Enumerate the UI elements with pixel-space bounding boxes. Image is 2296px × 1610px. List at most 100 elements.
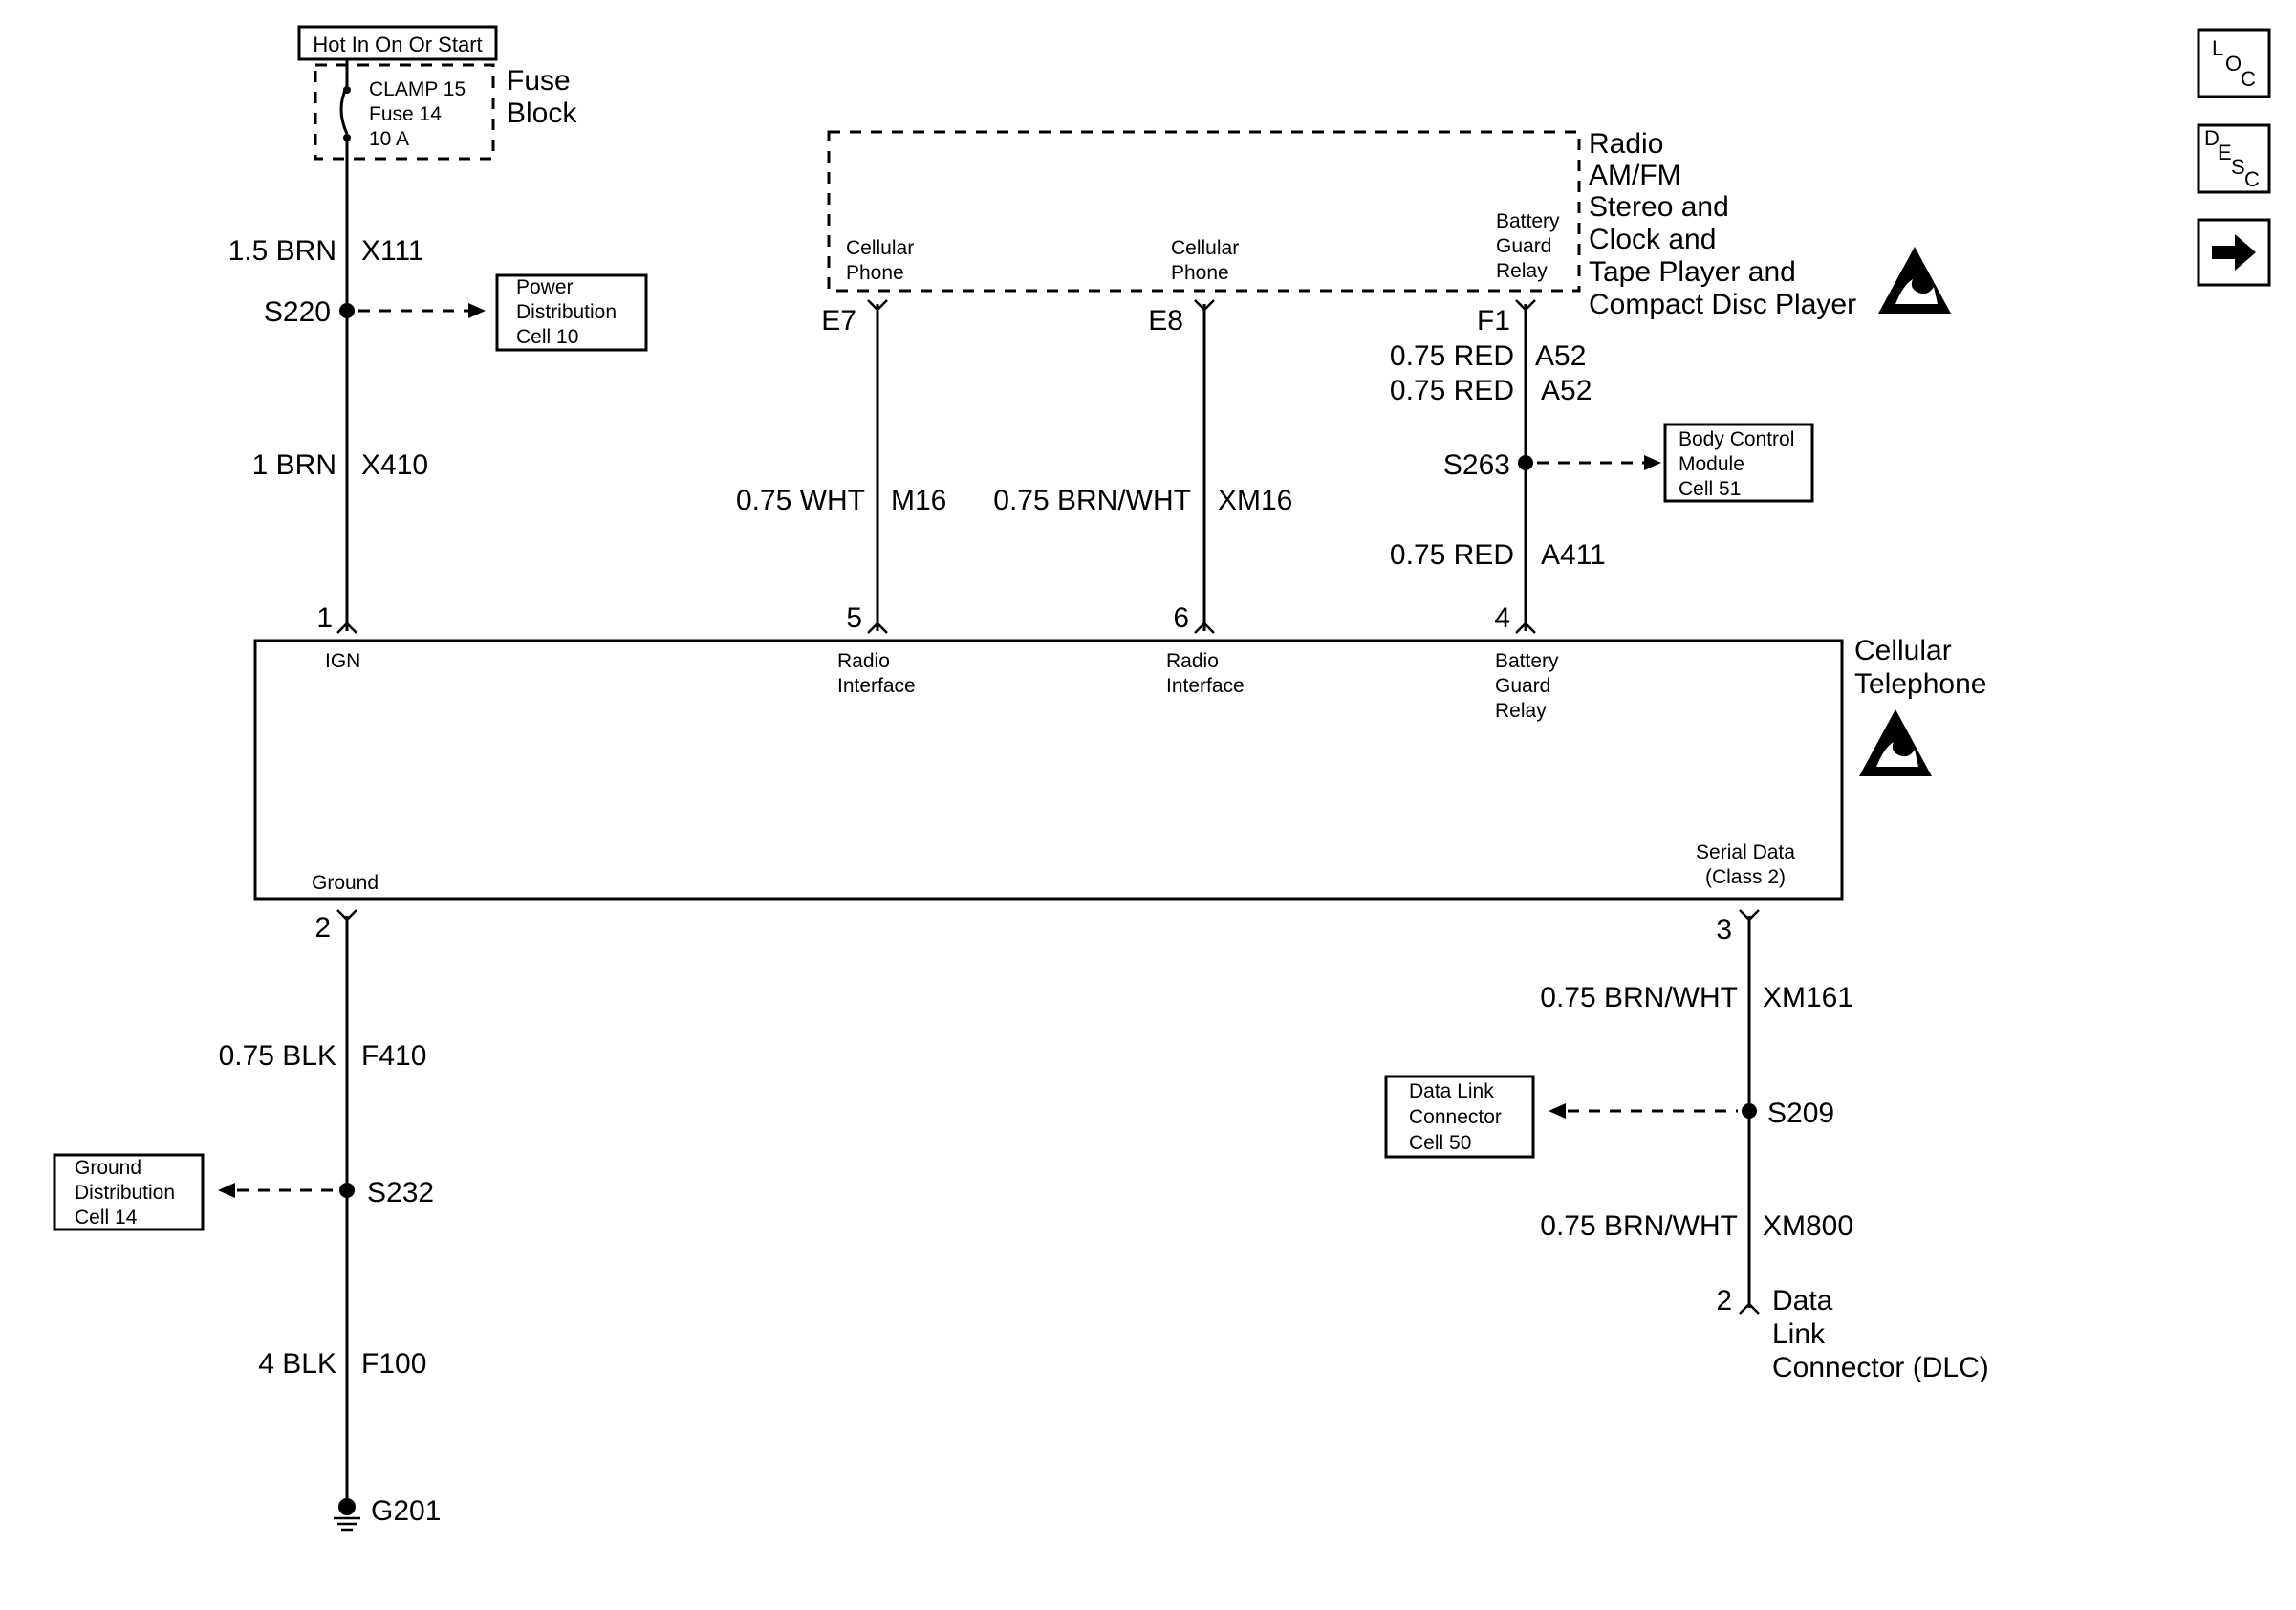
wire-a411-gauge: 0.75 RED (1390, 539, 1514, 571)
ground-symbol-icon (334, 1498, 360, 1532)
radio-title-1: Radio (1589, 128, 1663, 160)
cell-pin4-number: 4 (1494, 602, 1510, 634)
splice-s209-label: S209 (1767, 1098, 1834, 1129)
radio-f1-connector: F1 (1477, 305, 1510, 337)
radio-e7-label-1: Cellular (846, 237, 914, 259)
radio-title-6: Compact Disc Player (1589, 289, 1856, 320)
ground-distribution-ref[interactable] (53, 1153, 205, 1231)
connector-pin5-icon (867, 621, 888, 634)
body-control-ref-2: Module (1679, 453, 1744, 475)
power-distribution-ref-2: Distribution (516, 301, 617, 323)
fuse-number-label: Fuse 14 (369, 103, 442, 125)
radio-e8-label-2: Phone (1171, 262, 1229, 284)
cell-pin2-number: 2 (314, 912, 331, 944)
esd-warning-icon (1859, 709, 1932, 776)
ground-point-label: G201 (371, 1495, 441, 1527)
wire-xm161-circuit: XM161 (1763, 982, 1853, 1013)
wire-xm161-gauge: 0.75 BRN/WHT (1540, 982, 1738, 1013)
wire-f410-gauge: 0.75 BLK (219, 1040, 336, 1072)
radio-title-2: AM/FM (1589, 160, 1681, 191)
wire-xm800-gauge: 0.75 BRN/WHT (1540, 1210, 1738, 1242)
loc-letter-l: L (2212, 36, 2223, 60)
wire-a52-gauge-2: 0.75 RED (1390, 375, 1514, 406)
wire-x111-circuit: X111 (361, 235, 424, 267)
ground-distribution-ref-2: Distribution (75, 1182, 175, 1204)
cellular-telephone-box (253, 639, 1844, 901)
wire-xm16-gauge: 0.75 BRN/WHT (993, 485, 1191, 516)
wire-x410-gauge: 1 BRN (252, 449, 336, 481)
data-link-ref-1: Data Link (1409, 1080, 1494, 1102)
wire-f410-circuit: F410 (361, 1040, 426, 1072)
wire-a52-circuit-1: A52 (1535, 340, 1586, 372)
esd-warning-icon (1878, 247, 1951, 314)
data-link-ref-2: Connector (1409, 1106, 1502, 1128)
cell-pin5-number: 5 (846, 602, 862, 634)
connector-pin6-icon (1194, 621, 1215, 634)
splice-s220-label: S220 (264, 296, 331, 328)
cell-pin6-number: 6 (1173, 602, 1189, 634)
fuse-block: Hot In On Or Start CLAMP 15 Fuse 14 10 A… (297, 25, 577, 161)
body-control-ref-3: Cell 51 (1679, 478, 1741, 500)
fuse-clamp-label: CLAMP 15 (369, 78, 466, 100)
radio-title-3: Stereo and (1589, 191, 1729, 223)
cell-pin5-label-1: Radio (837, 650, 890, 672)
loc-letter-o: O (2225, 52, 2242, 76)
desc-button[interactable]: D E S C (2197, 123, 2271, 194)
radio-e8-connector: E8 (1148, 305, 1183, 337)
desc-letter-e: E (2218, 141, 2232, 164)
data-link-ref-3: Cell 50 (1409, 1132, 1471, 1154)
cell-pin2-label: Ground (312, 872, 379, 894)
desc-letter-d: D (2204, 126, 2220, 150)
cellular-telephone-module: Cellular Telephone IGN Radio Interface R… (253, 635, 1986, 901)
wire-m16-gauge: 0.75 WHT (736, 485, 865, 516)
dlc-title-1: Data (1772, 1285, 1833, 1316)
radio-f1-label-1: Battery (1496, 210, 1560, 232)
desc-letter-s: S (2231, 155, 2245, 179)
radio-e8-label-1: Cellular (1171, 237, 1239, 259)
connector-pin4-icon (1515, 621, 1536, 634)
radio-title-4: Clock and (1589, 224, 1716, 255)
ground-distribution-ref-1: Ground (75, 1157, 141, 1179)
battery-guard-relay-wire: 0.75 RED A52 0.75 RED A52 S263 Body Cont… (1390, 304, 1814, 634)
wire-f100-gauge: 4 BLK (258, 1348, 336, 1380)
cell-pin6-label-1: Radio (1166, 650, 1219, 672)
connector-dlc-icon (1739, 1302, 1760, 1315)
wire-a52-circuit-2: A52 (1541, 375, 1592, 406)
wire-a52-gauge-1: 0.75 RED (1390, 340, 1514, 372)
radio-module: Radio AM/FM Stereo and Clock and Tape Pl… (821, 128, 1951, 337)
radio-f1-label-2: Guard (1496, 235, 1551, 257)
cellular-title-1: Cellular (1854, 635, 1952, 666)
wire-x410-circuit: X410 (361, 449, 428, 481)
body-control-ref[interactable] (1663, 423, 1814, 503)
serial-data-wire: 3 0.75 BRN/WHT XM161 S209 Data Link Conn… (1384, 909, 1989, 1383)
wire-f100-circuit: F100 (361, 1348, 426, 1380)
connector-pin1-icon (336, 621, 357, 634)
cell-pin6-label-2: Interface (1166, 675, 1245, 697)
radio-interface-wire-m16: 0.75 WHT M16 5 (736, 304, 946, 634)
fuse-block-outline (314, 63, 495, 161)
cell-pin1-number: 1 (316, 602, 333, 634)
wire-xm800-circuit: XM800 (1763, 1210, 1853, 1242)
radio-e7-label-2: Phone (846, 262, 904, 284)
desc-letter-c: C (2244, 167, 2260, 191)
power-distribution-ref-1: Power (516, 276, 574, 298)
ign-wire: 1.5 BRN X111 S220 Power Distribution Cel… (228, 138, 648, 634)
cell-pin4-label-2: Guard (1495, 675, 1550, 697)
wire-a411-circuit: A411 (1541, 539, 1606, 571)
fuse-block-title-1: Fuse (507, 65, 571, 97)
cell-pin1-label: IGN (325, 650, 360, 672)
splice-s232-label: S232 (367, 1177, 434, 1208)
radio-interface-wire-xm16: 0.75 BRN/WHT XM16 6 (993, 304, 1292, 634)
arrow-right-icon (2212, 234, 2256, 271)
fuse-rating-label: 10 A (369, 128, 409, 150)
data-link-ref[interactable] (1384, 1075, 1535, 1159)
next-button[interactable] (2197, 218, 2271, 287)
cell-pin3-label-1: Serial Data (1696, 841, 1795, 863)
dlc-pin-number: 2 (1716, 1285, 1732, 1316)
splice-s263-label: S263 (1443, 449, 1510, 481)
power-distribution-ref[interactable] (495, 273, 648, 352)
cell-pin3-number: 3 (1716, 914, 1732, 946)
loc-button[interactable]: L O C (2197, 28, 2271, 98)
radio-e7-connector: E7 (821, 305, 856, 337)
